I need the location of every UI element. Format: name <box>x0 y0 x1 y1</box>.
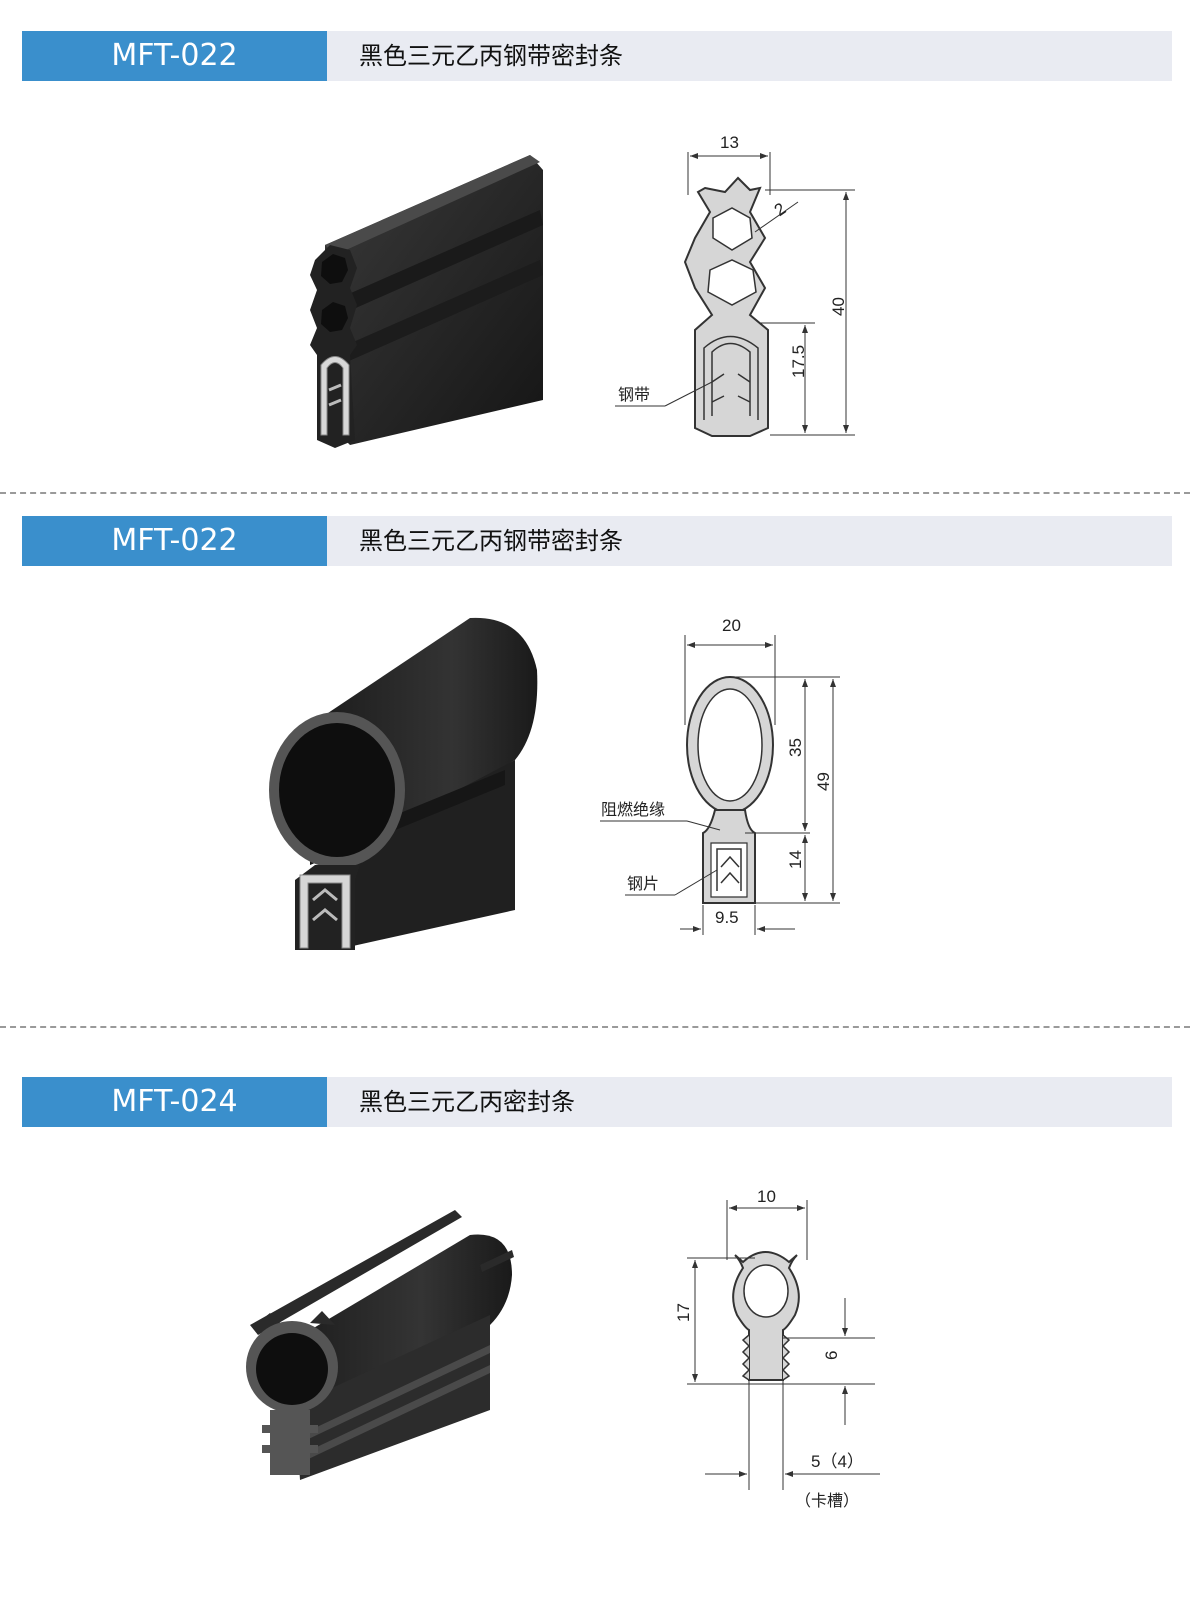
product-photo <box>269 617 538 950</box>
section-drawing: 20 35 49 14 9.5 阻燃绝缘 钢片 <box>600 616 840 935</box>
product-name: 黑色三元乙丙钢带密封条 <box>327 516 1172 566</box>
dim-width: 10 <box>757 1187 776 1206</box>
section-drawing: 13 2 40 17.5 钢带 <box>615 133 855 437</box>
product-photo <box>310 155 543 448</box>
product-code: MFT-022 <box>22 516 327 566</box>
product-name: 黑色三元乙丙密封条 <box>327 1077 1172 1127</box>
section-divider <box>0 492 1190 494</box>
dim-fin-height: 6 <box>822 1351 841 1360</box>
section-divider <box>0 1026 1190 1028</box>
product-code: MFT-024 <box>22 1077 327 1127</box>
product-code: MFT-022 <box>22 31 327 81</box>
dim-clip-width: 9.5 <box>715 908 739 927</box>
product-name: 黑色三元乙丙钢带密封条 <box>327 31 1172 81</box>
product-header: MFT-022 黑色三元乙丙钢带密封条 <box>22 516 1172 566</box>
product-header: MFT-024 黑色三元乙丙密封条 <box>22 1077 1172 1127</box>
dim-clip-height: 14 <box>786 850 805 869</box>
product-header: MFT-022 黑色三元乙丙钢带密封条 <box>22 31 1172 81</box>
callout-insulation: 阻燃绝缘 <box>601 800 665 819</box>
callout-slot: （卡槽） <box>795 1491 859 1510</box>
dim-width: 20 <box>722 616 741 635</box>
dim-height: 49 <box>814 772 833 791</box>
dim-clip-height: 17.5 <box>789 345 808 378</box>
section-drawing: 10 17 6 5（4） （卡槽） <box>674 1187 880 1510</box>
dim-height: 40 <box>829 297 848 316</box>
dim-slot: 5（4） <box>811 1452 864 1471</box>
dim-height: 17 <box>674 1303 693 1322</box>
callout-steel-sheet: 钢片 <box>627 874 659 893</box>
callout-steel-band: 钢带 <box>618 385 650 404</box>
dim-bulb-height: 35 <box>786 738 805 757</box>
dim-width: 13 <box>720 133 739 152</box>
product-photo <box>246 1210 514 1480</box>
